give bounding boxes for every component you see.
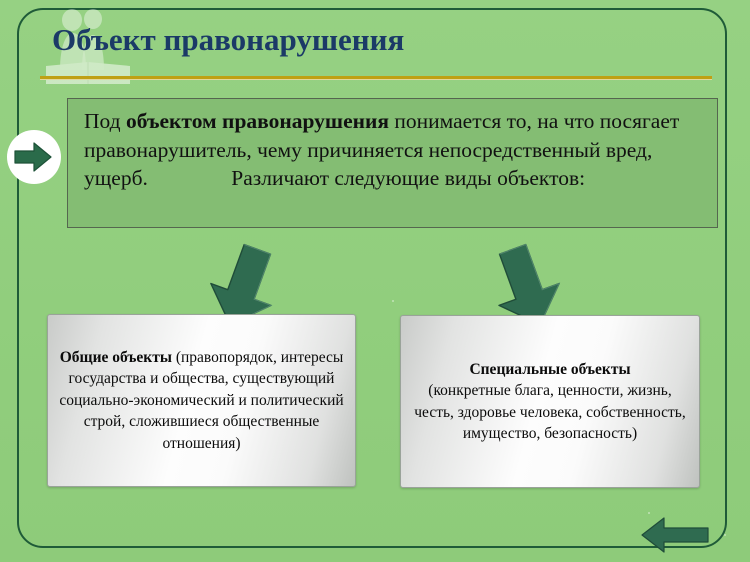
card-special-objects-body: (конкретные блага, ценности, жизнь, чест… xyxy=(414,382,686,442)
arrow-down-left-icon xyxy=(210,243,273,326)
card-general-objects: Общие объекты (правопорядок, интересы го… xyxy=(47,314,356,487)
card-general-objects-body: (правопорядок, интересы государства и об… xyxy=(59,349,344,452)
title-underline-highlight xyxy=(40,79,712,80)
definition-suffix: понимается то, на что посягает правонару… xyxy=(84,109,680,191)
card-general-objects-heading: Общие объекты xyxy=(59,349,172,367)
title-underline xyxy=(40,76,712,79)
speckle xyxy=(392,300,394,302)
definition-lead-in: Различают следующие виды объектов: xyxy=(231,166,586,191)
arrow-left-icon[interactable] xyxy=(640,516,710,554)
speckle xyxy=(648,512,650,514)
definition-prefix: Под xyxy=(84,109,126,133)
speckle xyxy=(724,534,726,536)
arrow-down-right-icon xyxy=(498,243,561,326)
page-title: Объект правонарушения xyxy=(52,22,405,57)
card-general-objects-text: Общие объекты (правопорядок, интересы го… xyxy=(58,347,345,454)
arrow-right-circle-icon xyxy=(7,130,61,184)
card-special-objects-text: Специальные объекты (конкретные блага, це… xyxy=(411,359,689,445)
definition-term: объектом правонарушения xyxy=(125,109,390,133)
card-special-objects: Специальные объекты (конкретные блага, це… xyxy=(400,315,700,488)
definition-box: Под объектом правонарушения понимается т… xyxy=(67,98,718,228)
card-special-objects-heading: Специальные объекты xyxy=(469,360,631,378)
